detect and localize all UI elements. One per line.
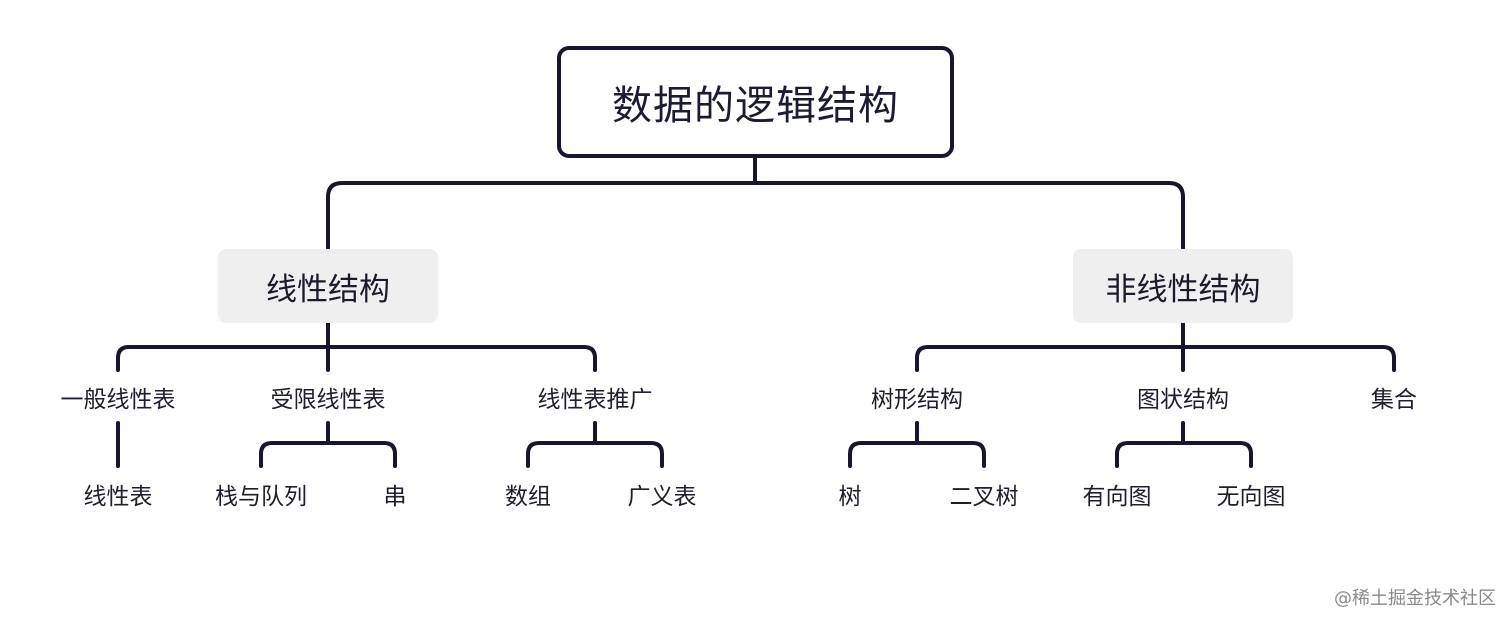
category-nonlinear: 非线性结构 [1073, 249, 1293, 323]
leaf-stack-queue: 栈与队列 [215, 484, 307, 510]
leaf-undirected-graph: 无向图 [1216, 484, 1286, 510]
node-generalized-linear-list: 线性表推广 [537, 387, 653, 413]
category-label: 线性结构 [266, 271, 390, 308]
root-label: 数据的逻辑结构 [612, 83, 899, 129]
node-restricted-linear-list: 受限线性表 [270, 387, 386, 413]
connector-tree-branch [848, 441, 986, 468]
node-set: 集合 [1371, 387, 1417, 413]
connector-root-branch [326, 181, 1185, 250]
connector-linear-branch [116, 345, 597, 372]
leaf-linear-list: 线性表 [83, 484, 153, 510]
connector-graph-branch [1115, 441, 1253, 468]
leaf-tree: 树 [838, 484, 862, 510]
root-node: 数据的逻辑结构 [557, 46, 954, 158]
leaf-directed-graph: 有向图 [1082, 484, 1152, 510]
category-label: 非线性结构 [1105, 271, 1261, 308]
leaf-string: 串 [383, 484, 407, 510]
node-general-linear-list: 一般线性表 [60, 387, 176, 413]
node-tree-structure: 树形结构 [871, 387, 963, 413]
leaf-array: 数组 [505, 484, 551, 510]
node-graph-structure: 图状结构 [1137, 387, 1229, 413]
connector-nonlinear-branch [915, 345, 1396, 372]
leaf-binary-tree: 二叉树 [949, 484, 1019, 510]
connector-extended-branch [526, 441, 664, 468]
leaf-generalized-list: 广义表 [627, 484, 697, 510]
connector-limited-branch [259, 441, 397, 468]
category-linear: 线性结构 [218, 249, 438, 323]
watermark: @稀土掘金技术社区 [1334, 588, 1496, 609]
